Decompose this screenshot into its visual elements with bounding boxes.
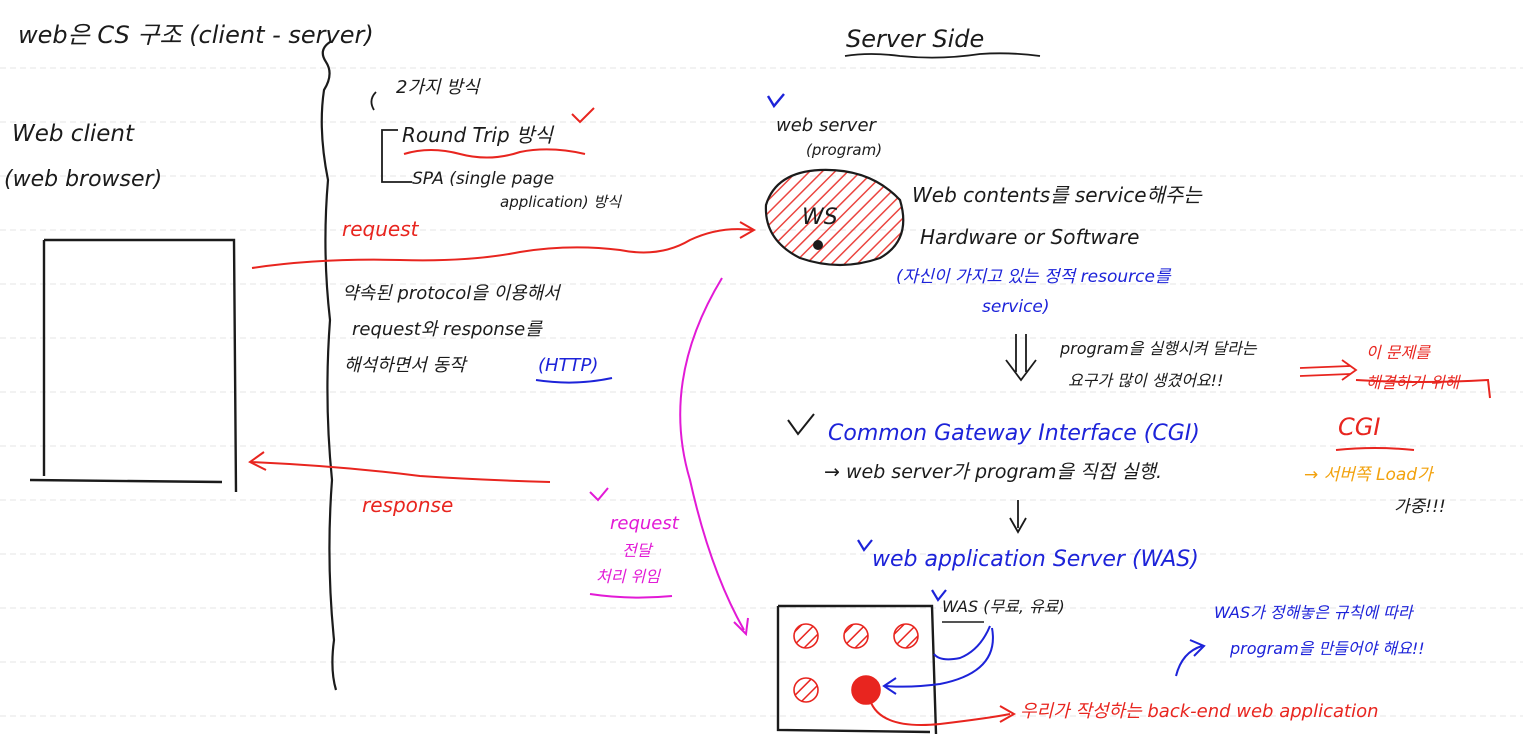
web-server-program: (program): [806, 141, 883, 159]
was-spec-line2: program을 만들어야 해요!!: [1230, 639, 1425, 658]
module-4: [793, 677, 819, 703]
solve-underline: [1355, 378, 1491, 399]
method-spa-line2: application) 방식: [500, 193, 621, 211]
was-pointer-arrow: [885, 625, 994, 688]
contents-line1: Web contents를 service해주는: [912, 183, 1202, 207]
methods-title: 2가지 방식: [396, 77, 480, 98]
forward-line1: request: [610, 513, 679, 534]
method-round-trip: Round Trip 방식: [402, 123, 553, 147]
method-spa-line1: SPA (single page: [412, 169, 555, 189]
was-spec-line1: WAS가 정해놓은 규칙에 따라: [1214, 603, 1413, 622]
check-red: [571, 107, 595, 124]
protocol-line2: request와 response를: [352, 319, 542, 340]
web-server-label: web server: [776, 115, 876, 136]
protocol-http: (HTTP): [538, 355, 599, 376]
request-label: request: [342, 217, 419, 241]
contents-line2: Hardware or Software: [920, 225, 1140, 249]
forward-line2: 전달: [622, 541, 652, 560]
backend-app-label: 우리가 작성하는 back-end web application: [1020, 701, 1379, 722]
protocol-line3: 해석하면서 동작: [344, 355, 466, 376]
round-trip-underline: [403, 148, 586, 159]
cgi-full-name: Common Gateway Interface (CGI): [828, 421, 1200, 446]
server-side-heading: Server Side: [846, 25, 985, 53]
web-browser-label: (web browser): [4, 167, 163, 192]
divider-line: [320, 41, 338, 691]
check-blue-3: [931, 589, 947, 602]
check-blue-2: [857, 539, 873, 552]
static-line1: (자신이 가지고 있는 정적 resource를: [896, 267, 1171, 287]
cgi-description: → web server가 program을 직접 실행.: [824, 461, 1162, 483]
server-side-underline: [844, 52, 1041, 59]
web-client-label: Web client: [12, 121, 134, 147]
double-down-arrow: [1005, 334, 1037, 382]
module-1: [793, 623, 819, 649]
response-label: response: [362, 493, 454, 517]
check-black: [787, 413, 815, 436]
cgi-underline: [1335, 447, 1415, 451]
was-title: web application Server (WAS): [872, 547, 1199, 572]
module-5: [851, 675, 881, 705]
ws-circle: [764, 168, 905, 267]
spec-arrow: [1175, 645, 1203, 677]
cgi-load-line1: → 서버쪽 Load가: [1304, 465, 1433, 485]
http-underline: [535, 377, 613, 384]
was-label: WAS (무료, 유료): [942, 597, 1065, 616]
protocol-line1: 약속된 protocol을 이용해서: [342, 283, 560, 304]
down-arrow: [1009, 500, 1027, 534]
solve-line2: 해결하기 위해: [1366, 373, 1460, 392]
forward-line3: 처리 위임: [596, 567, 660, 586]
solve-arrow: [1299, 359, 1358, 381]
cgi-load-line2: 가중!!!: [1394, 497, 1446, 517]
request-arrow: [251, 228, 753, 269]
browser-window-box: [29, 238, 238, 493]
methods-brace: [370, 91, 412, 183]
check-blue: [766, 93, 785, 109]
check-magenta: [589, 487, 609, 502]
was-box: [776, 604, 938, 735]
solve-line1: 이 문제를: [1366, 343, 1430, 362]
backend-arrow: [869, 699, 1011, 726]
program-need-line2: 요구가 많이 생겼어요!!: [1068, 371, 1224, 390]
module-2: [843, 623, 869, 649]
delegate-arrow: [679, 277, 745, 631]
program-need-line1: program을 실행시켜 달라는: [1060, 339, 1257, 358]
ws-label: WS: [802, 205, 838, 230]
response-arrow: [249, 461, 551, 483]
cgi-short: CGI: [1338, 413, 1381, 441]
module-3: [893, 623, 919, 649]
static-line2: service): [982, 297, 1050, 317]
was-modules: [793, 623, 919, 705]
heading-cs-structure: web은 CS 구조 (client - server): [18, 21, 374, 49]
